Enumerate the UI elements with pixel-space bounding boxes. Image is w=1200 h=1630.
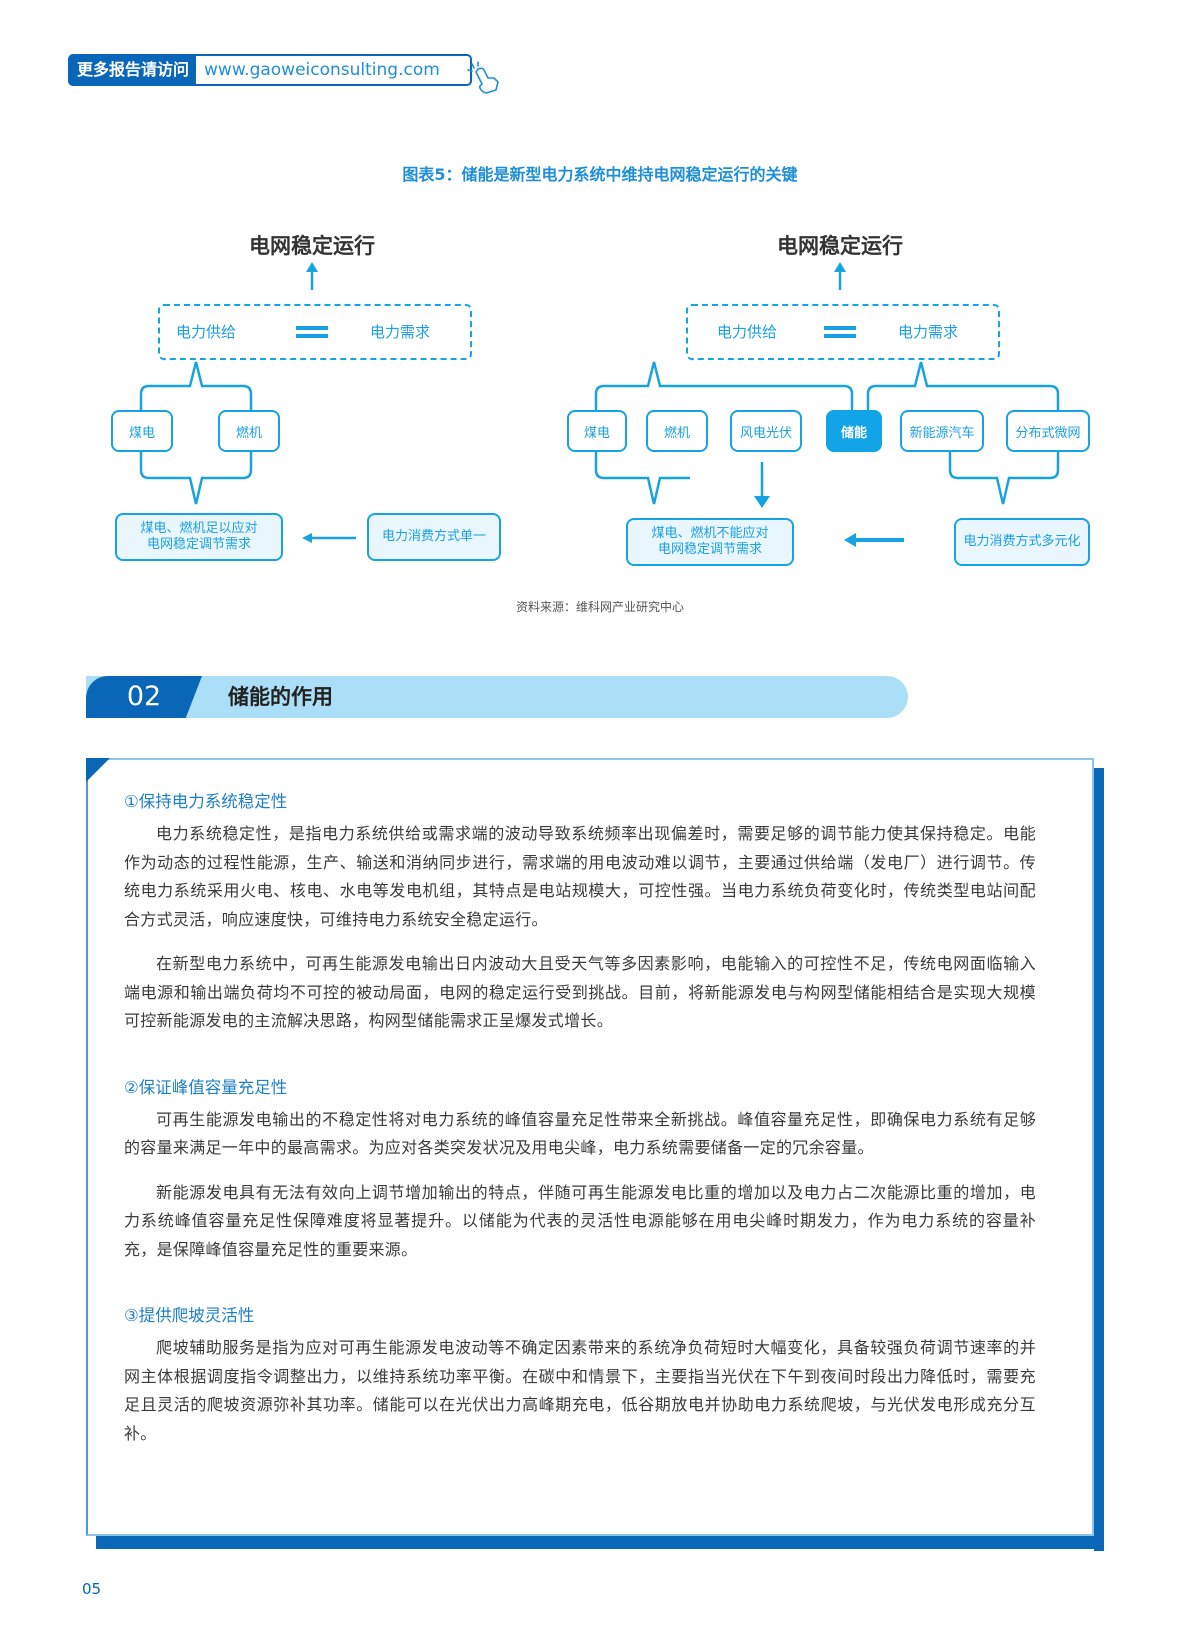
item-heading-2: ②保证峰值容量充足性 [124, 1077, 288, 1097]
right-node-nev: 新能源汽车 [900, 410, 984, 452]
banner-url-link[interactable]: www.gaoweiconsulting.com [196, 56, 470, 84]
equals-icon [296, 326, 328, 338]
left-consumption-box: 电力消费方式单一 [367, 513, 501, 561]
website-banner[interactable]: 更多报告请访问 www.gaoweiconsulting.com [68, 54, 472, 86]
right-node-energy-storage: 储能 [826, 410, 882, 452]
right-node-gas-turbine: 燃机 [646, 410, 708, 452]
section-header-bar [86, 676, 908, 718]
content-body: ①保持电力系统稳定性 电力系统稳定性，是指电力系统供给或需求端的波动导致系统频率… [124, 790, 1036, 1464]
right-node-microgrid: 分布式微网 [1006, 410, 1090, 452]
left-balance-box [158, 304, 472, 360]
paragraph: 在新型电力系统中，可再生能源发电输出日内波动大且受天气等多因素影响，电能输入的可… [124, 954, 1036, 1030]
left-node-gas-turbine: 燃机 [218, 410, 280, 452]
left-result-line1: 煤电、燃机足以应对 [140, 521, 258, 536]
right-node-wind-solar: 风电光伏 [730, 410, 802, 452]
paragraph: 爬坡辅助服务是指为应对可再生能源发电波动等不确定因素带来的系统净负荷短时大幅变化… [124, 1338, 1036, 1443]
right-diagram-title: 电网稳定运行 [777, 234, 903, 258]
box-shadow-right [1094, 768, 1104, 1551]
figure-title: 图表5：储能是新型电力系统中维持电网稳定运行的关键 [402, 165, 798, 184]
section-title: 储能的作用 [228, 685, 333, 709]
item-heading-3: ③提供爬坡灵活性 [124, 1306, 255, 1325]
right-supply-label: 电力供给 [717, 323, 778, 341]
box-shadow-bottom [96, 1536, 1104, 1549]
paragraph: 电力系统稳定性，是指电力系统供给或需求端的波动导致系统频率出现偏差时，需要足够的… [124, 824, 1036, 929]
content-box [86, 758, 1094, 1536]
left-result-line2: 电网稳定调节需求 [146, 537, 251, 552]
right-demand-label: 电力需求 [898, 323, 959, 341]
paragraph: 可再生能源发电输出的不稳定性将对电力系统的峰值容量充足性带来全新挑战。峰值容量充… [124, 1109, 1036, 1158]
left-demand-label: 电力需求 [370, 323, 431, 341]
right-result-line2: 电网稳定调节需求 [657, 542, 762, 557]
right-result-line1: 煤电、燃机不能应对 [651, 526, 769, 541]
left-supply-label: 电力供给 [176, 323, 237, 341]
right-result-box: 煤电、燃机不能应对 电网稳定调节需求 [626, 518, 794, 566]
section-number: 02 [86, 676, 202, 718]
left-node-coal: 煤电 [111, 410, 173, 452]
page-number: 05 [82, 1580, 102, 1598]
paragraph: 新能源发电具有无法有效向上调节增加输出的特点，伴随可再生能源发电比重的增加以及电… [124, 1182, 1036, 1259]
right-balance-box [686, 304, 1000, 360]
equals-icon [824, 326, 856, 338]
right-consumption-box: 电力消费方式多元化 [954, 518, 1090, 566]
left-result-box: 煤电、燃机足以应对 电网稳定调节需求 [115, 513, 283, 561]
diagram-connectors [139, 262, 1060, 547]
right-node-coal: 煤电 [567, 410, 627, 452]
figure-source: 资料来源：维科网产业研究中心 [515, 600, 684, 614]
banner-label: 更多报告请访问 [70, 56, 197, 84]
item-heading-1: ①保持电力系统稳定性 [124, 792, 288, 811]
left-diagram-title: 电网稳定运行 [249, 234, 375, 258]
pointing-hand-icon [467, 61, 499, 94]
